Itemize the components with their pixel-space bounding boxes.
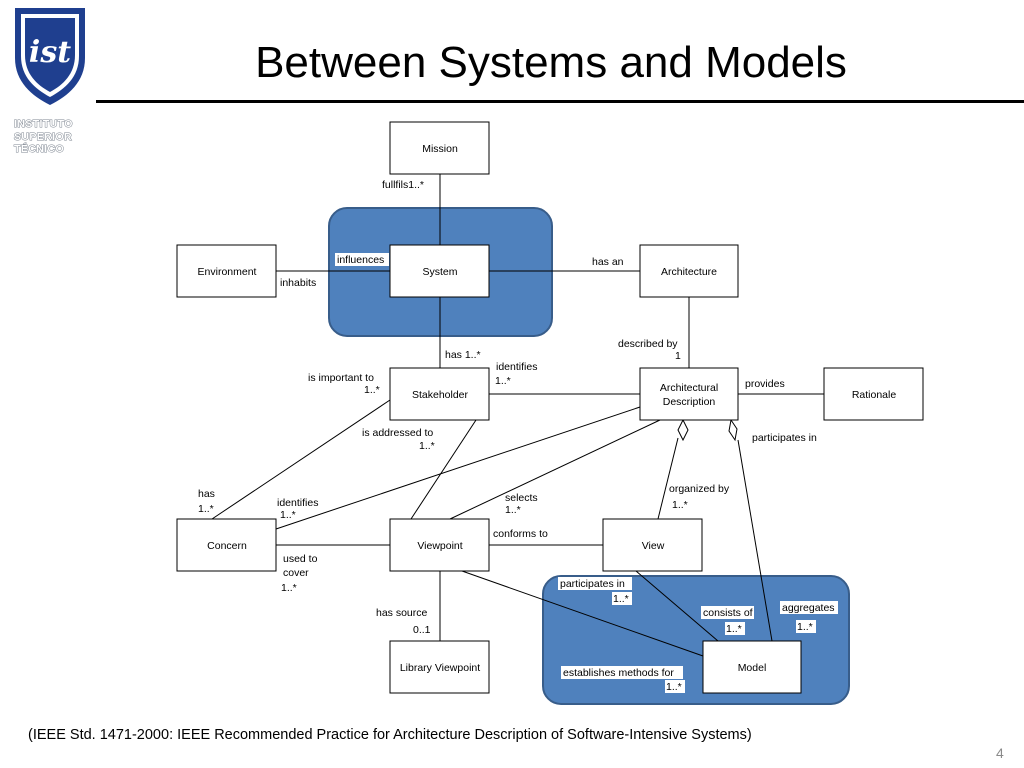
relation-lines	[211, 174, 824, 657]
relation-selects-mult: 1..*	[505, 504, 521, 516]
relation-cover: cover	[283, 567, 309, 579]
line-stakeholder-concern	[211, 399, 391, 520]
system-box	[389, 244, 490, 298]
view-label: View	[642, 540, 665, 552]
stakeholder-label: Stakeholder	[412, 389, 469, 401]
rationale-box	[823, 367, 924, 421]
relation-provides: provides	[745, 378, 785, 390]
model-highlight-region	[542, 575, 850, 705]
architectural-description-label-1: Architectural	[660, 382, 718, 394]
relation-consists-of: consists of	[703, 607, 753, 619]
relation-has-source: has source	[376, 607, 428, 619]
line-view-model	[635, 570, 719, 642]
view-box	[602, 518, 703, 572]
page-number: 4	[996, 745, 1004, 761]
relation-inhabits: inhabits	[280, 277, 316, 289]
relation-has-stakeholder: has 1..*	[445, 349, 481, 361]
relation-is-addressed-to-mult: 1..*	[419, 440, 435, 452]
relation-participates-in-model: participates in	[560, 578, 625, 590]
line-description-concern	[275, 406, 641, 530]
relation-consists-of-mult: 1..*	[726, 623, 742, 635]
relation-described-by: described by	[618, 338, 678, 350]
logo-line-1: INSTITUTO	[14, 118, 73, 131]
relation-is-important-to: is important to	[308, 372, 374, 384]
relation-establishes-methods-for: establishes methods for	[563, 667, 674, 679]
relation-has-concern-mult: 1..*	[198, 503, 214, 515]
label-backgrounds	[335, 253, 838, 693]
system-label: System	[422, 266, 457, 278]
relation-identifies-top-mult: 1..*	[495, 375, 511, 387]
logo-line-2: SUPERIOR	[14, 130, 73, 143]
relation-participates-in-rationale: participates in	[752, 432, 817, 444]
logo-wordmark: INSTITUTO SUPERIOR TÉCNICO	[14, 118, 86, 156]
relation-has-concern: has	[198, 488, 215, 500]
relation-participates-in-model-mult: 1..*	[613, 593, 629, 605]
relation-establishes-methods-for-mult: 1..*	[666, 681, 682, 693]
library-viewpoint-label: Library Viewpoint	[400, 662, 480, 674]
relation-aggregates-mult: 1..*	[797, 621, 813, 633]
relation-organized-by-mult: 1..*	[672, 499, 688, 511]
architectural-description-box	[639, 367, 739, 421]
relation-conforms-to: conforms to	[493, 528, 548, 540]
mission-box	[389, 121, 490, 175]
rationale-label: Rationale	[852, 389, 897, 401]
relation-is-important-to-mult: 1..*	[364, 384, 380, 396]
line-stakeholder-viewpoint	[410, 419, 477, 520]
mission-label: Mission	[422, 143, 458, 155]
environment-label: Environment	[198, 266, 257, 278]
line-description-model	[737, 439, 773, 642]
svg-text:ist: ist	[29, 35, 71, 70]
relation-identifies-concern-mult: 1..*	[280, 509, 296, 521]
relation-identifies-top: identifies	[496, 361, 537, 373]
relation-is-addressed-to: is addressed to	[362, 427, 433, 439]
relation-has-source-mult: 0..1	[413, 624, 431, 636]
relation-influences: influences	[337, 254, 384, 266]
concern-label: Concern	[207, 540, 247, 552]
relation-organized-by: organized by	[669, 483, 730, 495]
aggregation-diamond-model	[728, 418, 738, 442]
relation-aggregates: aggregates	[782, 602, 835, 614]
aggregation-diamond-view	[677, 418, 689, 442]
model-label: Model	[738, 662, 767, 674]
architectural-description-label-2: Description	[663, 396, 716, 408]
architecture-label: Architecture	[661, 266, 717, 278]
viewpoint-label: Viewpoint	[417, 540, 462, 552]
model-box	[702, 640, 802, 694]
citation-footer: (IEEE Std. 1471-2000: IEEE Recommended P…	[28, 727, 752, 743]
relation-has-an: has an	[592, 256, 624, 268]
ist-logo: ist	[15, 8, 85, 105]
relation-fullfils: fullfils1..*	[382, 179, 424, 191]
relation-described-by-mult: 1	[675, 350, 681, 362]
architecture-box	[639, 244, 739, 298]
line-viewpoint-model	[461, 570, 704, 657]
relation-used-to-cover-mult: 1..*	[281, 582, 297, 594]
line-description-view	[657, 437, 679, 520]
relation-used-to: used to	[283, 553, 318, 565]
title-divider	[96, 100, 1024, 103]
line-description-viewpoint	[449, 419, 661, 520]
stakeholder-box	[389, 367, 490, 421]
environment-box	[176, 244, 277, 298]
concern-box	[176, 518, 277, 572]
viewpoint-box	[389, 518, 490, 572]
page-title: Between Systems and Models	[255, 38, 847, 87]
logo-line-3: TÉCNICO	[14, 143, 65, 156]
library-viewpoint-box	[389, 640, 490, 694]
relation-selects: selects	[505, 492, 538, 504]
relation-identifies-concern: identifies	[277, 497, 318, 509]
